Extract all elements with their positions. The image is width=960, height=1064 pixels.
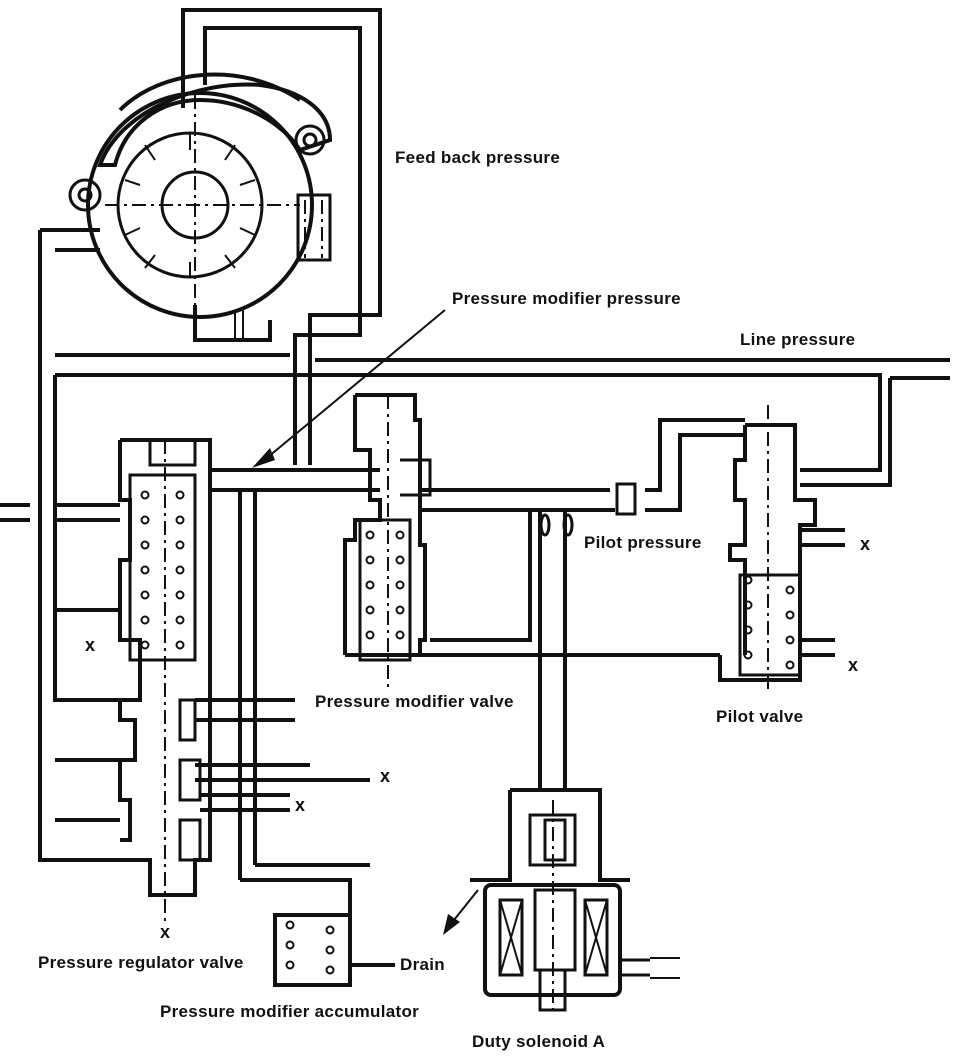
exhaust-mark-pilot-lower: x <box>848 655 859 675</box>
pressure-regulator-valve-label: Pressure regulator valve <box>38 953 244 972</box>
duty-solenoid-a-label: Duty solenoid A <box>472 1032 606 1051</box>
pressure-modifier-accumulator-label: Pressure modifier accumulator <box>160 1002 420 1021</box>
exhaust-mark-regulator-bottom: x <box>160 922 171 942</box>
exhaust-mark-regulator-port-2: x <box>295 795 306 815</box>
pressure-modifier-accumulator-body <box>273 913 352 987</box>
exhaust-mark-regulator-port-1: x <box>380 766 391 786</box>
pilot-spring <box>743 575 795 670</box>
drain-label: Drain <box>400 955 445 974</box>
pressure-modifier-valve-label: Pressure modifier valve <box>315 692 514 711</box>
pressure-regulator-valve-body <box>118 438 212 925</box>
pilot-valve-body <box>718 405 817 690</box>
pressure-modifier-valve-body <box>343 393 432 690</box>
modifier-spring <box>365 530 405 640</box>
exhaust-mark-pilot-upper: x <box>860 534 871 554</box>
fluid-passages <box>0 8 950 967</box>
leader-arrows <box>252 309 479 935</box>
pilot-pressure-label: Pilot pressure <box>584 533 702 552</box>
exhaust-mark-regulator-left: x <box>85 635 96 655</box>
pressure-modifier-pressure-label: Pressure modifier pressure <box>452 289 681 308</box>
regulator-spring <box>140 490 185 650</box>
duty-solenoid-body <box>470 788 680 1012</box>
line-pressure-label: Line pressure <box>740 330 856 349</box>
pilot-valve-label: Pilot valve <box>716 707 804 726</box>
feed-back-pressure-label: Feed back pressure <box>395 148 561 167</box>
oil-pump <box>68 72 333 342</box>
